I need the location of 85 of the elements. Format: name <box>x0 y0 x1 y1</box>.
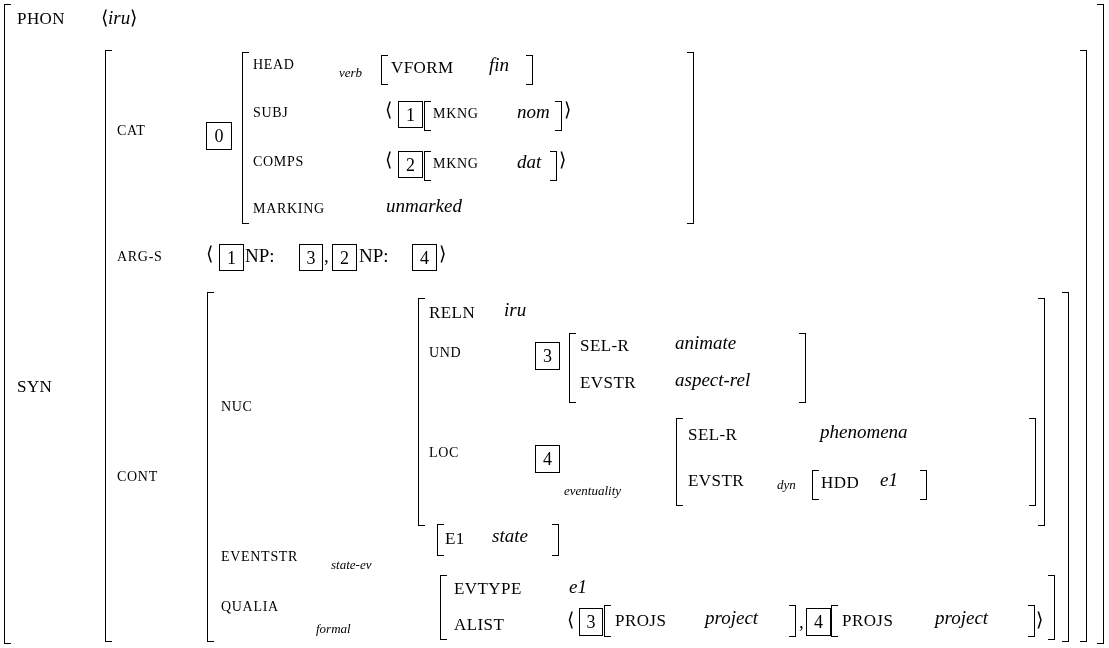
feature-name: EVENTSTR <box>221 550 299 564</box>
bracket-matrix <box>242 52 694 224</box>
feature-name: SUBJ <box>253 106 289 120</box>
feature-value: project <box>705 608 759 627</box>
feature-value: e1 <box>880 470 898 489</box>
bracket-matrix <box>676 418 1036 506</box>
symbol-text: ⟨ <box>567 610 574 629</box>
type-label: formal <box>316 622 351 635</box>
feature-name: EVTYPE <box>454 580 522 597</box>
tag-box: 2 <box>398 151 423 178</box>
tag-box: 3 <box>579 608 603 636</box>
bracket-matrix <box>437 524 559 556</box>
symbol-text: ⟨ <box>385 100 392 119</box>
tag-box: 0 <box>206 122 232 150</box>
feature-value: animate <box>675 333 737 352</box>
tag-box: 4 <box>535 445 560 473</box>
symbol-text: ⟨ <box>206 244 213 263</box>
symbol-text: ⟩ <box>559 150 566 169</box>
feature-name: EVSTR <box>688 472 744 489</box>
bracket-matrix <box>604 605 796 637</box>
feature-name: MKNG <box>433 157 479 171</box>
symbol-text: ⟨ <box>385 150 392 169</box>
feature-value: nom <box>517 102 550 121</box>
tag-box: 4 <box>806 608 831 636</box>
bracket-matrix <box>207 292 1069 642</box>
symbol-text: , <box>799 612 804 631</box>
type-label: dyn <box>777 478 796 491</box>
feature-name: ARG-S <box>117 250 163 264</box>
feature-name: RELN <box>429 304 476 321</box>
type-label: eventuality <box>564 484 622 497</box>
feature-name: EVSTR <box>580 374 636 391</box>
tag-box: 4 <box>412 244 437 271</box>
symbol-text: ⟩ <box>1036 610 1043 629</box>
symbol-text: ⟩ <box>439 244 446 263</box>
feature-value: fin <box>489 55 510 74</box>
symbol-text: NP: <box>245 246 275 265</box>
feature-value: iru <box>504 300 527 319</box>
type-label: state-ev <box>331 558 372 571</box>
feature-name: HDD <box>821 474 860 491</box>
feature-value: e1 <box>569 577 587 596</box>
feature-name: HEAD <box>253 58 295 72</box>
feature-name: E1 <box>445 530 465 547</box>
tag-box: 3 <box>299 244 323 271</box>
tag-box: 1 <box>219 244 244 271</box>
feature-name: SYN <box>17 378 53 395</box>
feature-name: SEL-R <box>580 337 630 354</box>
bracket-matrix <box>440 575 1055 640</box>
feature-name: LOC <box>429 446 460 460</box>
symbol-text: NP: <box>359 246 389 265</box>
feature-name: ALIST <box>454 616 505 633</box>
feature-name: CONT <box>117 470 158 484</box>
feature-name: NUC <box>221 400 253 414</box>
feature-name: VFORM <box>391 59 454 76</box>
feature-name: COMPS <box>253 155 304 169</box>
feature-name: UND <box>429 346 462 360</box>
feature-value: unmarked <box>386 196 462 215</box>
bracket-matrix <box>418 298 1045 526</box>
feature-name: PHON <box>17 10 65 27</box>
bracket-matrix <box>4 4 1104 644</box>
bracket-matrix <box>105 50 1087 642</box>
bracket-matrix <box>381 55 533 85</box>
bracket-matrix <box>812 470 927 500</box>
feature-value: aspect-rel <box>675 370 751 389</box>
feature-name: CAT <box>117 124 146 138</box>
bracket-matrix <box>424 151 557 181</box>
feature-value: project <box>935 608 989 627</box>
tag-box: 2 <box>332 244 357 271</box>
feature-name: PROJS <box>842 612 894 629</box>
feature-name: SEL-R <box>688 426 738 443</box>
symbol-text: ⟨iru⟩ <box>101 8 138 27</box>
feature-value: phenomena <box>820 422 908 441</box>
feature-value: state <box>492 526 528 545</box>
feature-name: QUALIA <box>221 600 279 614</box>
bracket-matrix <box>424 101 562 131</box>
feature-name: MKNG <box>433 107 479 121</box>
symbol-text: ⟩ <box>564 100 571 119</box>
bracket-matrix <box>831 605 1035 637</box>
tag-box: 1 <box>398 101 423 128</box>
feature-name: PROJS <box>615 612 667 629</box>
symbol-text: , <box>324 246 329 265</box>
type-label: verb <box>339 66 363 79</box>
tag-box: 3 <box>535 342 560 370</box>
feature-value: dat <box>517 152 542 171</box>
feature-name: MARKING <box>253 202 325 216</box>
bracket-matrix <box>569 333 806 403</box>
